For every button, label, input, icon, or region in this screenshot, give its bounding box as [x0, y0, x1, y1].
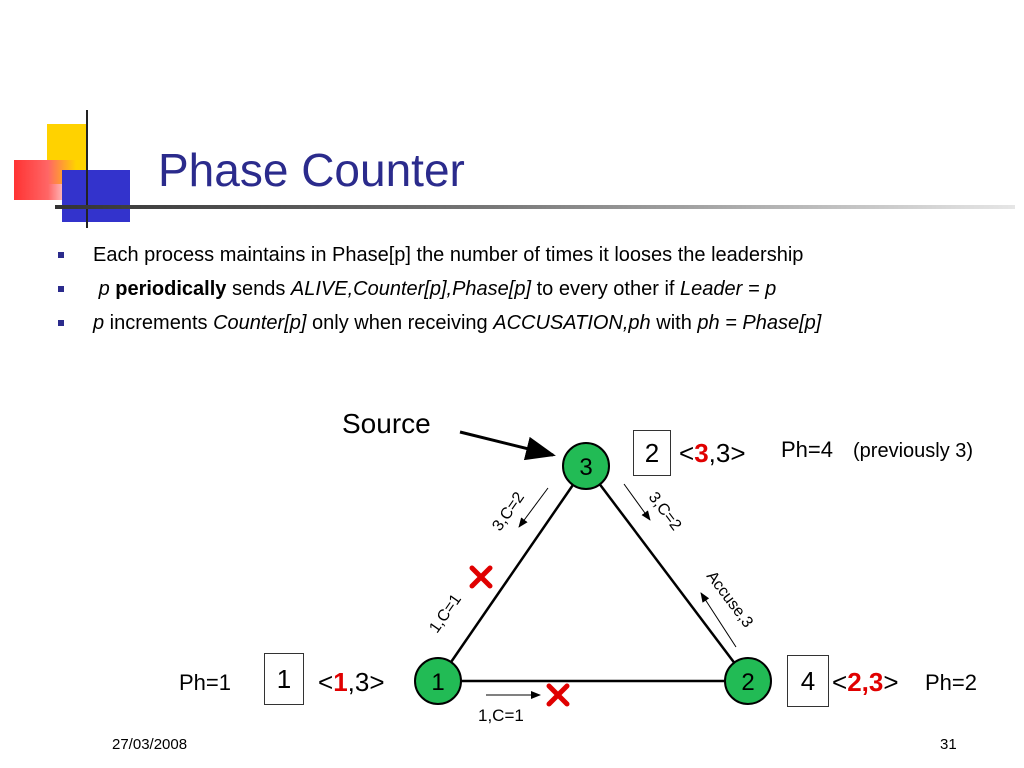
footer-page-number: 31: [940, 736, 957, 753]
node-2-pair-close: >: [883, 667, 899, 697]
edge-label-right-upper: 3,C=2: [645, 489, 685, 534]
arrow-3-to-2: [623, 483, 651, 521]
bullet-3-only: only when receiving: [306, 312, 494, 334]
bullet-3-ph: ph = Phase[p]: [697, 312, 822, 334]
node-1-pair: <1,3>: [318, 667, 385, 698]
title-underline: [55, 205, 1015, 209]
source-arrow: [459, 430, 556, 461]
bullet-2-cond: Leader = p: [680, 278, 777, 300]
edge-label-left-lower: 1,C=1: [426, 591, 465, 636]
bullet-3-inc: increments: [104, 312, 214, 334]
bullet-2-p: p: [98, 278, 110, 300]
cross-icon-bottom: [546, 683, 570, 707]
bullet-3-with: with: [650, 312, 698, 334]
node-3-counter: 2: [644, 438, 660, 468]
node-3-phase: Ph=4: [781, 437, 833, 462]
edge-label-right-lower: Accuse,3: [703, 568, 756, 631]
node-2-pair-open: <: [832, 667, 848, 697]
arrow-3-to-1: [518, 487, 549, 528]
node-3-pair-open: <: [679, 438, 695, 468]
node-2-pair: <2,3>: [832, 667, 899, 698]
bullet-2-sends: sends: [226, 278, 291, 300]
node-1-pair-highlight: 1: [333, 667, 348, 697]
node-1: [414, 657, 462, 705]
edge-3-2: [585, 465, 749, 682]
node-1-pair-open: <: [318, 667, 334, 697]
bullet-list: Each process maintains in Phase[p] the n…: [58, 238, 988, 340]
node-1-id: 1: [431, 669, 444, 696]
node-3-counter-box: 2: [633, 430, 671, 476]
node-2-pair-highlight: 2,3: [847, 667, 884, 697]
node-2-id: 2: [741, 669, 754, 696]
slide-title: Phase Counter: [158, 144, 465, 196]
node-2-counter: 4: [800, 666, 816, 696]
bullet-3-counter: Counter[p]: [213, 312, 307, 334]
node-3-pair-tail: ,3>: [708, 438, 746, 468]
node-3-pair: <3,3>: [679, 438, 746, 469]
node-1-counter-box: 1: [264, 653, 304, 705]
node-2-phase: Ph=2: [925, 670, 977, 695]
bullet-3-p: p: [93, 312, 105, 334]
node-3-phase-note: (previously 3): [853, 440, 974, 462]
bullet-3: p increments Counter[p] only when receiv…: [58, 306, 988, 340]
bullet-2-msg: ALIVE,Counter[p],Phase[p]: [290, 278, 532, 300]
node-3: [562, 442, 610, 490]
source-label: Source: [342, 408, 431, 439]
bullet-2: p periodically sends ALIVE,Counter[p],Ph…: [58, 272, 988, 306]
edge-label-left-upper: 3,C=2: [489, 489, 528, 534]
footer-date: 27/03/2008: [112, 736, 188, 753]
bullet-1-text: Each process maintains in Phase[p] the n…: [93, 244, 804, 266]
node-1-counter: 1: [276, 664, 292, 694]
edge-3-1: [436, 465, 588, 682]
bullet-1: Each process maintains in Phase[p] the n…: [58, 238, 988, 272]
bullet-2-tail: to every other if: [531, 278, 681, 300]
decor-blue-square: [62, 170, 130, 222]
node-2-counter-box: 4: [787, 655, 829, 707]
bullet-2-bold: periodically: [115, 278, 227, 300]
node-3-id: 3: [579, 454, 592, 481]
decor-vertical-line: [86, 110, 88, 228]
node-3-pair-highlight: 3: [694, 438, 709, 468]
node-1-phase: Ph=1: [179, 670, 231, 695]
node-1-pair-rest: ,3>: [347, 667, 385, 697]
bullet-3-acc: ACCUSATION,ph: [493, 312, 651, 334]
edge-label-bottom: 1,C=1: [478, 706, 524, 725]
node-2: [724, 657, 772, 705]
arrow-2-to-3: [700, 592, 737, 648]
cross-icon-left: [469, 565, 493, 589]
